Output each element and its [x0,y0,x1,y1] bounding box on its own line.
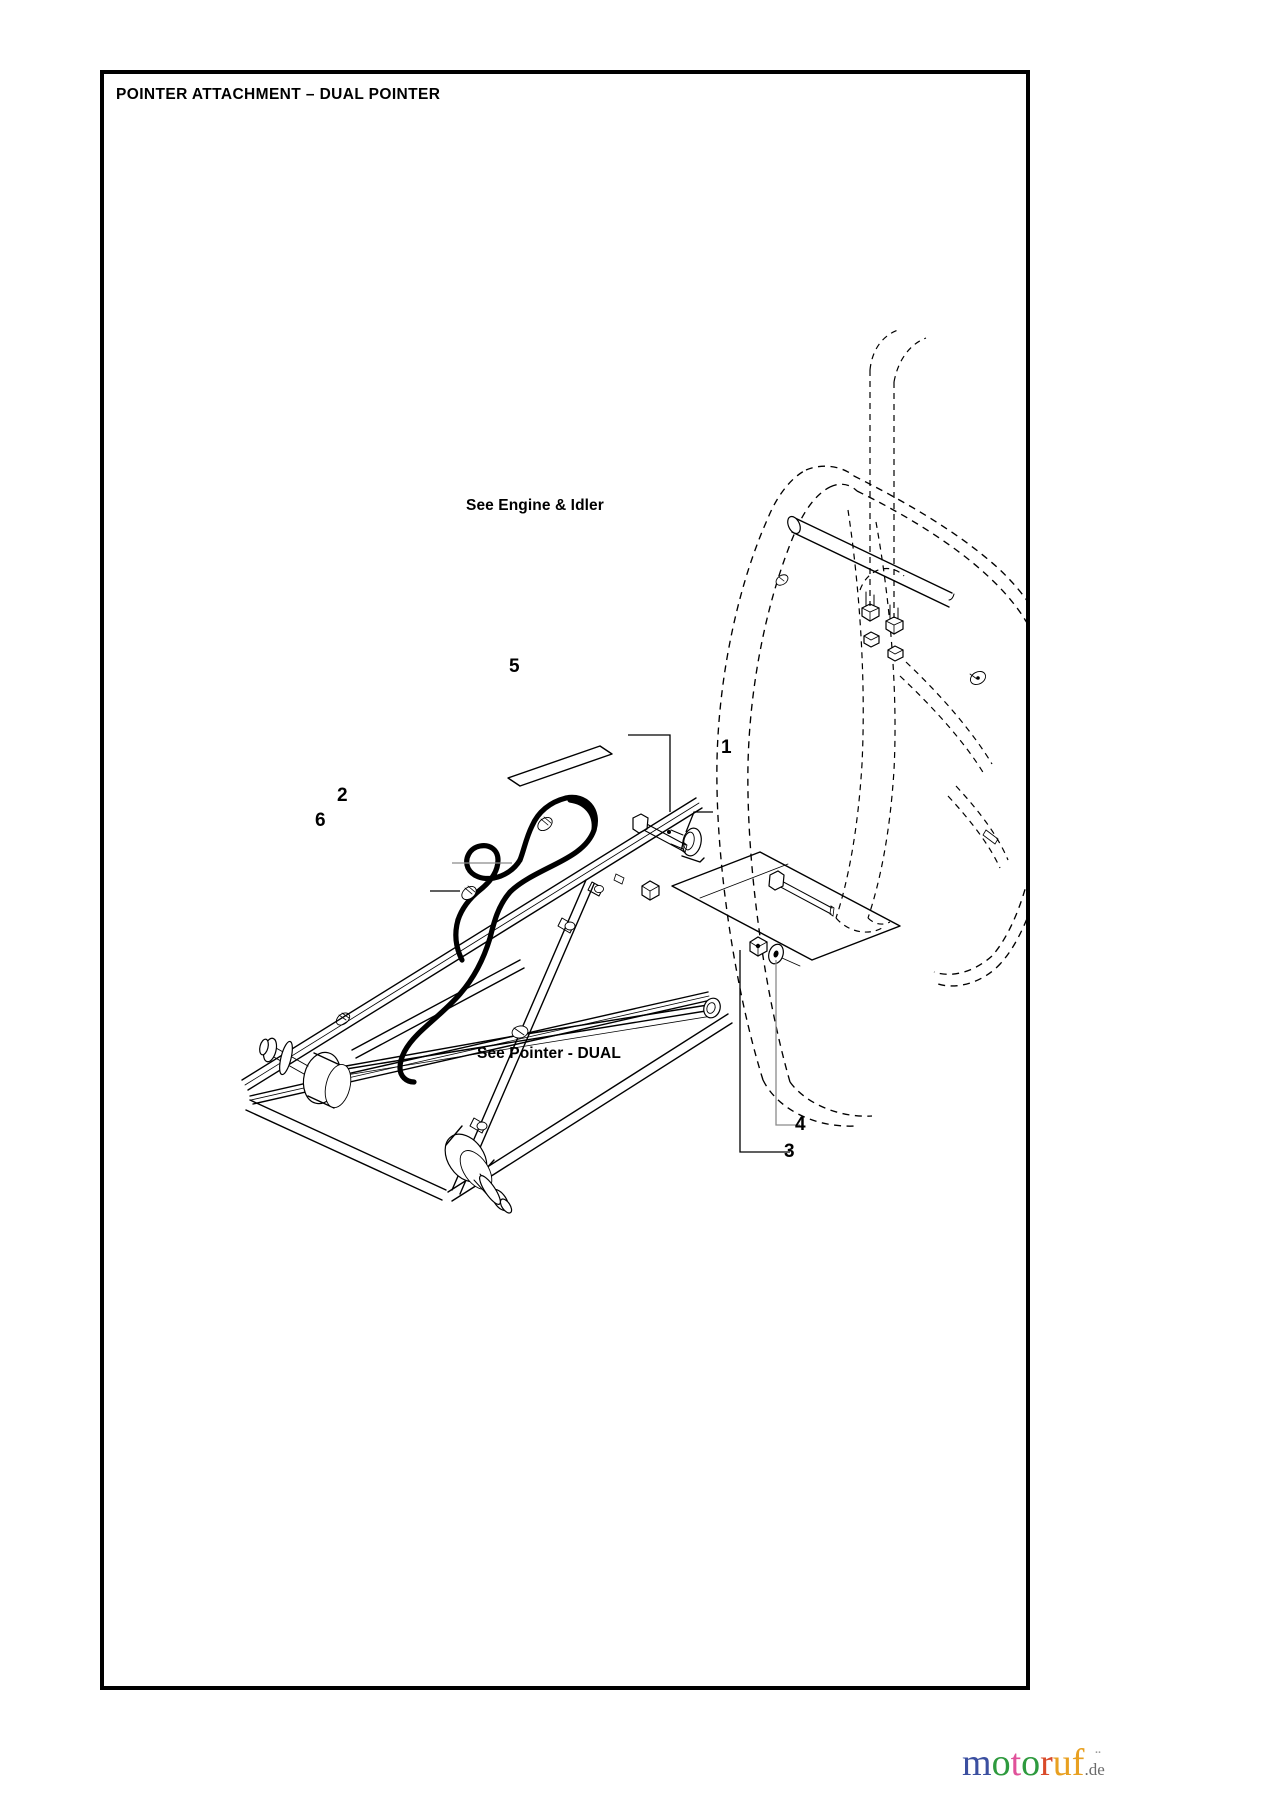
nut-part-3 [749,936,768,957]
watermark-letter-t: t [1010,1742,1022,1784]
callout-number-4: 4 [795,1114,806,1135]
frame-joint-lower [469,1117,488,1134]
cable-harness-part-2 [397,794,598,1085]
callout-number-1: 1 [721,737,732,758]
watermark-letter-o1: o [991,1742,1011,1784]
washer-part-4 [768,943,784,965]
frame-bolt-cluster [859,370,905,662]
left-roller-hub [259,1037,352,1109]
page-title: POINTER ATTACHMENT – DUAL POINTER [116,86,441,103]
nut-plate-left [641,880,660,901]
frame-joint-right [969,670,986,686]
callout-number-5: 5 [509,656,520,677]
callout-number-2: 2 [337,785,348,806]
callout-number-3: 3 [784,1141,795,1162]
frame-mid-joint [511,1025,529,1039]
pointer-frame-assembly [241,797,733,1202]
parts-diagram: .sl { fill:none; stroke:#000; stroke-wid… [241,329,1030,1214]
stud-plate-left [613,873,625,885]
frame-joint-upper2 [587,881,604,897]
idler-pulley-part-1 [667,827,705,863]
watermark-dots: ·· [1094,1745,1102,1761]
watermark-letter-u: u [1052,1742,1072,1784]
caption-see-engine-idler: See Engine & Idler [466,497,604,514]
cable-clip [537,816,553,832]
frame-small-bracket [982,829,999,845]
watermark-tld: .de [1084,1760,1105,1779]
watermark-letter-r: r [1040,1742,1053,1784]
assembly-guide-lines [869,329,927,383]
handle-frame-assembly [716,370,1030,1127]
caption-see-pointer-dual: See Pointer - DUAL [477,1045,621,1062]
watermark-letter-m: m [962,1742,992,1784]
watermark-letter-o2: o [1021,1742,1041,1784]
callout-number-6: 6 [315,810,326,831]
frame-joint-right-end [703,997,721,1019]
frame-base-bolt [768,870,835,917]
motoruf-watermark: motoruf.de ·· [962,1744,1105,1782]
frame-upper-joint [557,917,576,934]
upper-crossbar [787,515,955,608]
clip-part-6 [461,885,477,901]
mounting-plate [507,745,901,961]
callout-leaders [430,734,800,1153]
bolt-part-5 [632,813,688,854]
bottom-roller-hub [444,1125,513,1214]
frame-eyelet-left [775,574,789,586]
watermark-letter-f: f [1071,1742,1085,1784]
